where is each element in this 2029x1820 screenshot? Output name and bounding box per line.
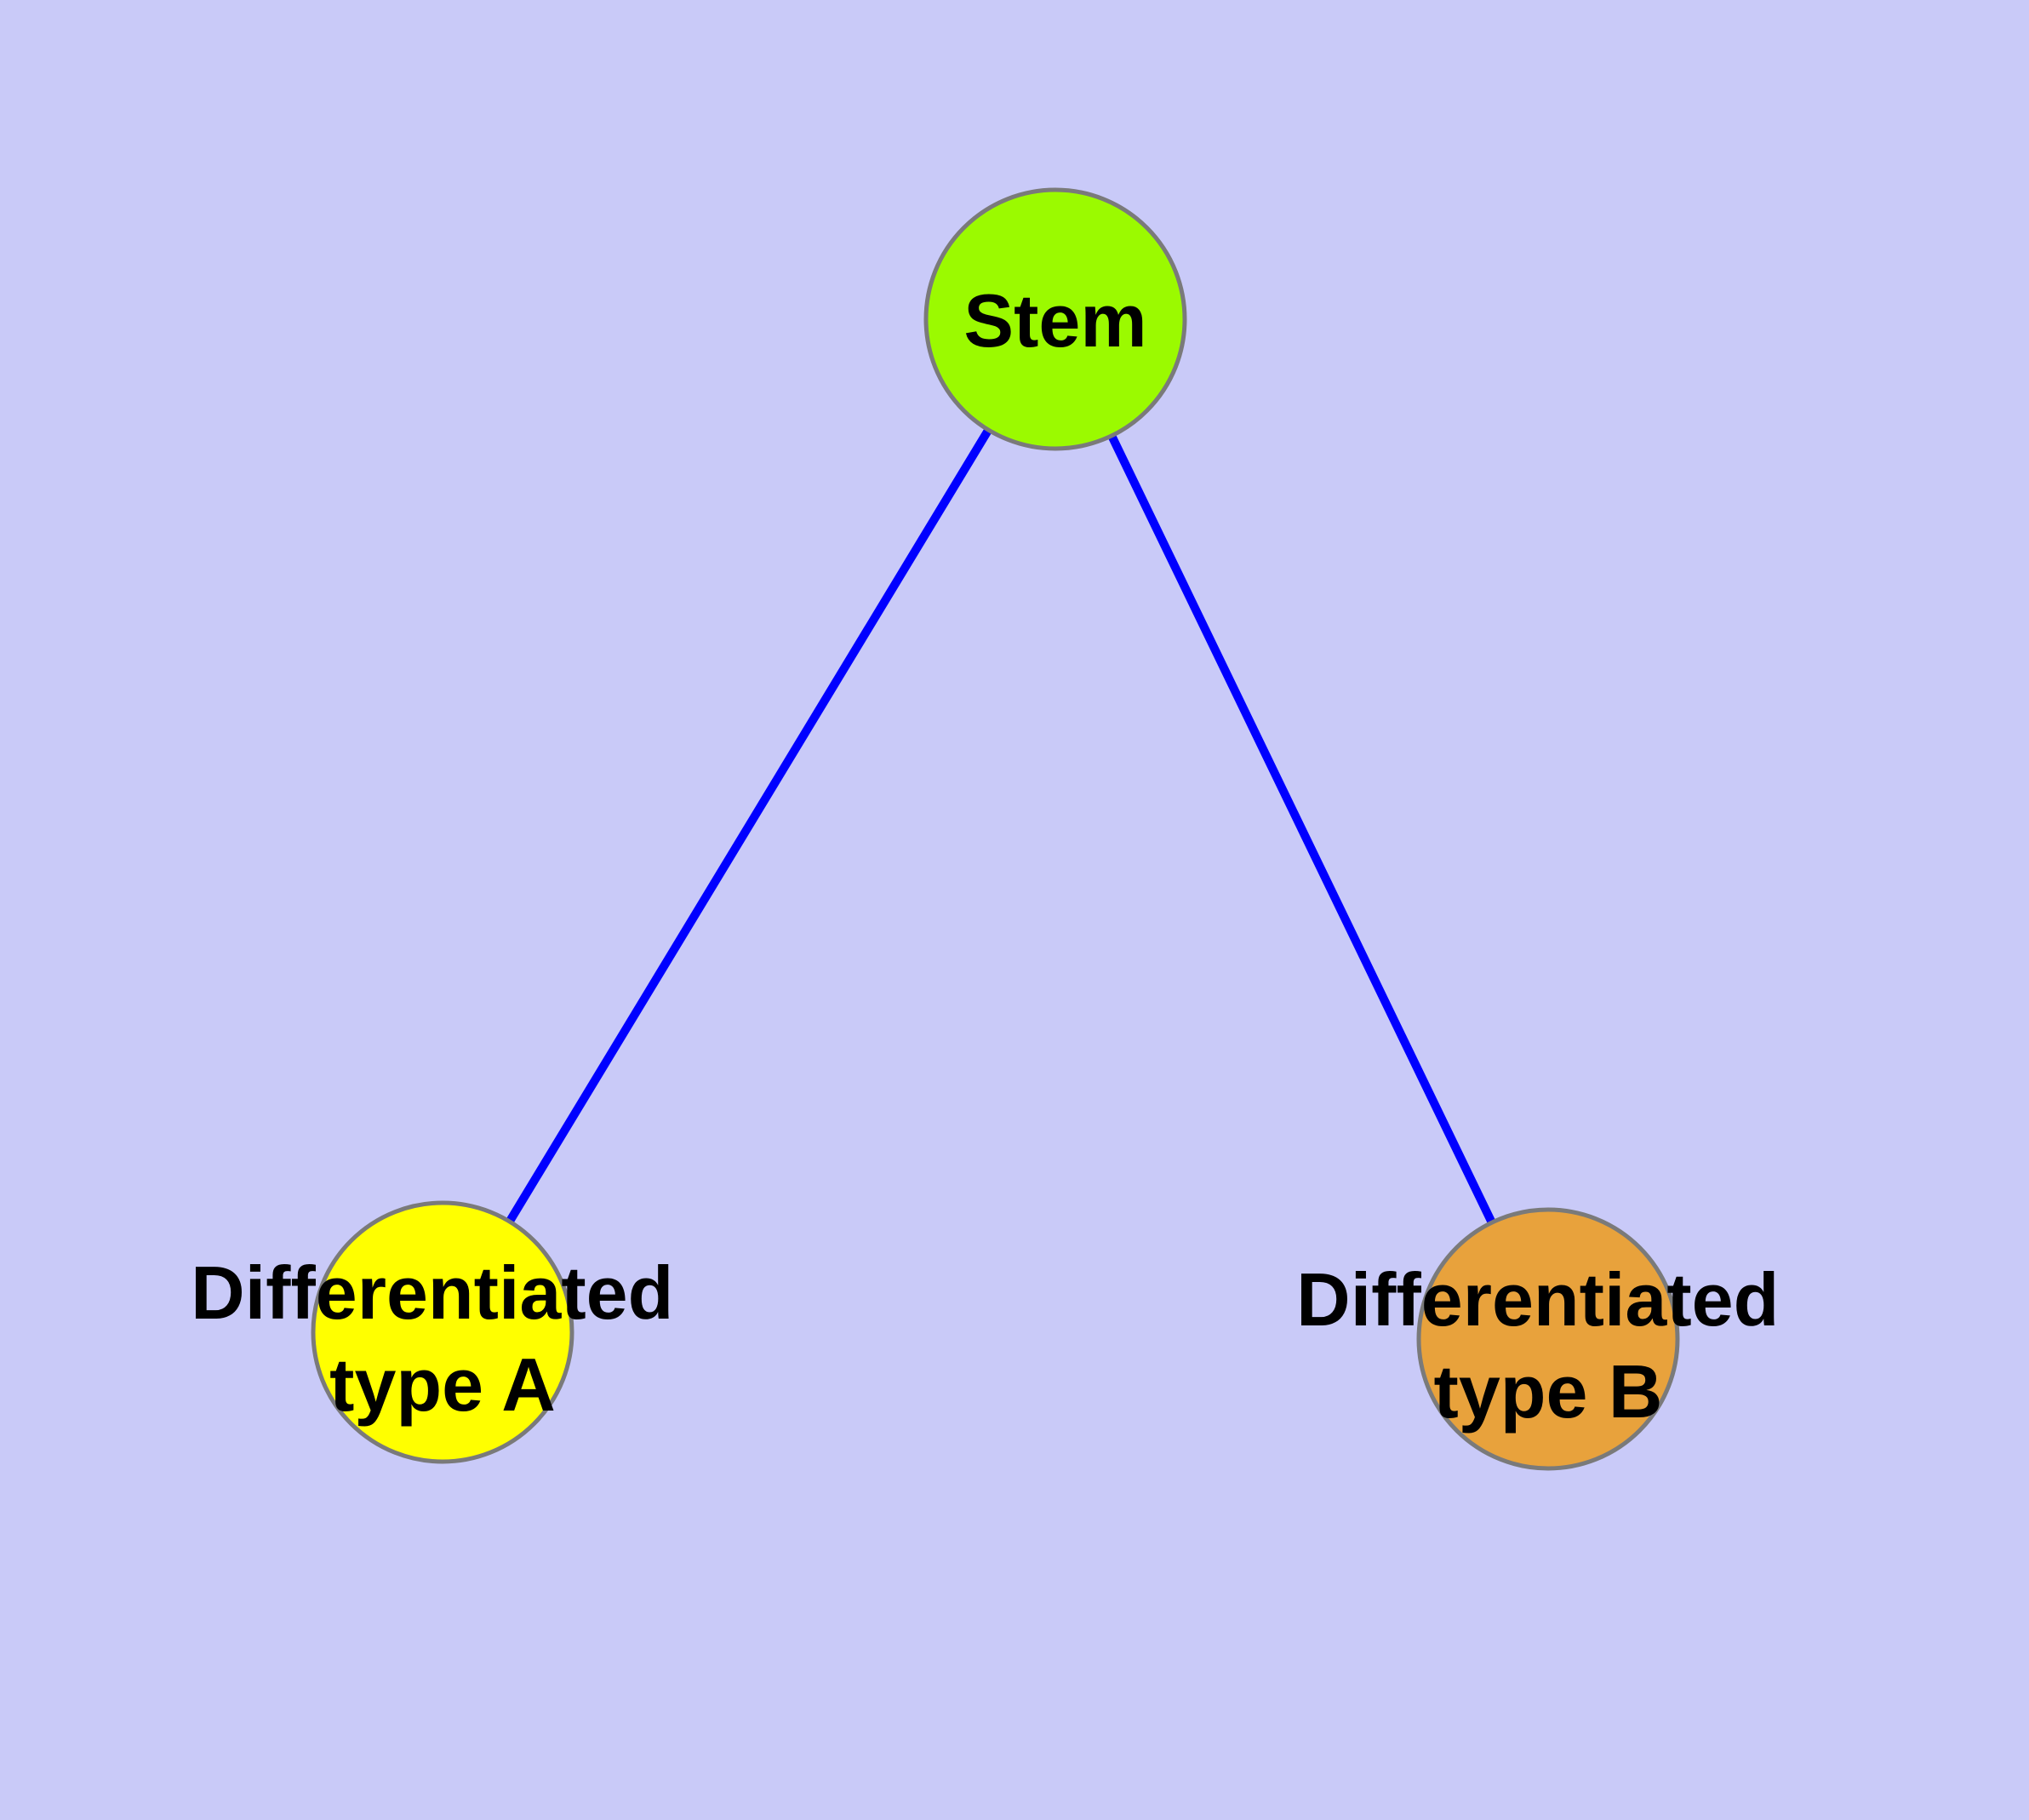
- node-stem: [923, 187, 1187, 451]
- node-type-a-label: Differentiated type A: [191, 1251, 694, 1427]
- node-type-b-label-line-2: type B: [1434, 1349, 1663, 1434]
- node-stem-label-line: Stem: [963, 278, 1146, 363]
- node-stem-label: Stem: [963, 278, 1146, 363]
- node-type-b-label: Differentiated type B: [1296, 1257, 1800, 1434]
- node-differentiated-type-b: [1416, 1207, 1680, 1471]
- node-type-a-label-line-1: Differentiated: [191, 1251, 673, 1335]
- node-type-b-label-line-1: Differentiated: [1296, 1257, 1779, 1342]
- node-type-a-label-line-2: type A: [329, 1342, 556, 1427]
- edge-stem-to-type-a: [438, 317, 1060, 1335]
- edge-stem-to-type-b: [1051, 317, 1552, 1342]
- node-differentiated-type-a: [311, 1200, 574, 1464]
